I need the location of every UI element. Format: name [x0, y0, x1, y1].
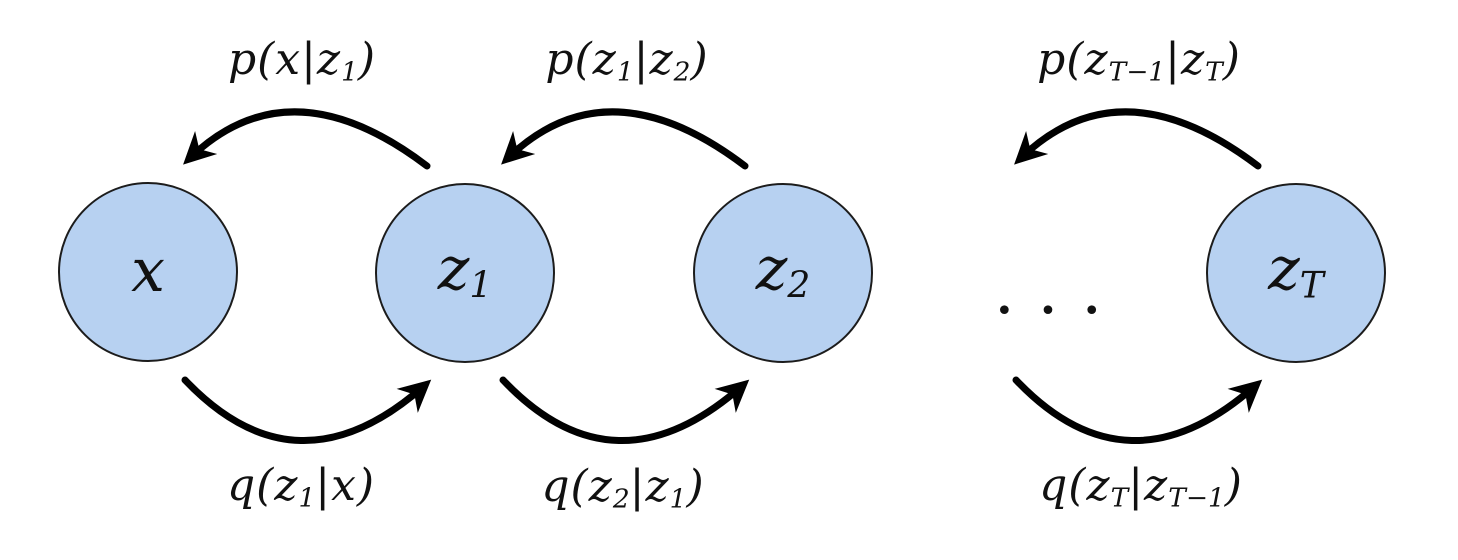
node-zT-circle	[1206, 183, 1386, 363]
node-x-circle	[58, 182, 238, 362]
edge-label-q-zT-given-zT1: q(zT|zT−1)	[1039, 460, 1243, 514]
node-label-z2: z2	[755, 233, 811, 307]
edge-label-p-zT1-given-zT: p(zT−1|zT)	[1037, 34, 1241, 88]
edge-label-q-z2-given-z1: q(z2|z1)	[541, 461, 705, 515]
edge-arrow-q-z2-given-z1	[499, 376, 750, 444]
edge-arrow-q-z1-given-x	[181, 376, 432, 444]
node-label-z1: z1	[437, 233, 493, 307]
node-label-zT: zT	[1268, 233, 1324, 307]
node-z2-circle	[693, 183, 873, 363]
edge-label-p-x-given-z1: p(x|z1)	[227, 34, 377, 88]
edge-label-q-z1-given-x: q(z1|x)	[226, 460, 376, 514]
edge-arrow-q-zT-given-zT1	[1012, 376, 1263, 444]
ellipsis-dots: •••	[995, 294, 1127, 329]
edge-arrow-p-zT1-given-zT	[1014, 108, 1262, 170]
node-label-x: x	[131, 235, 165, 306]
edge-label-p-z1-given-z2: p(z1|z2)	[545, 34, 709, 88]
edge-arrow-p-z1-given-z2	[501, 108, 749, 170]
edge-arrow-p-x-given-z1	[183, 108, 431, 170]
node-z1-circle	[375, 183, 555, 363]
